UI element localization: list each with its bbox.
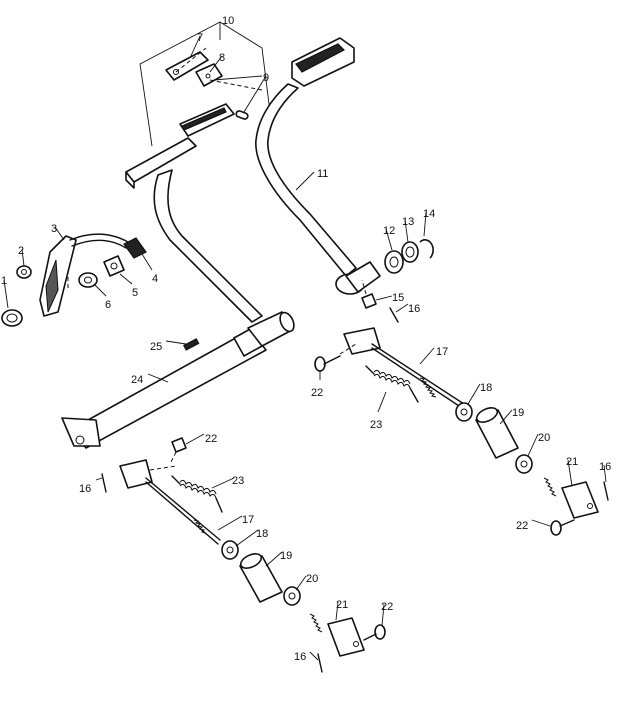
- callout-label-c2: 2: [18, 245, 24, 257]
- part-13-washer: [401, 241, 419, 263]
- callout-label-c20b: 20: [306, 573, 318, 585]
- callout-label-c23b: 23: [232, 475, 244, 487]
- callout-label-c8: 8: [219, 52, 225, 64]
- part-7-plate: [165, 47, 209, 81]
- part-2-nut: [16, 265, 32, 279]
- callout-label-c16a: 16: [408, 303, 420, 315]
- callout-label-c3: 3: [51, 223, 57, 235]
- part-17-rod-upper: [343, 327, 465, 409]
- callout-label-c16b: 16: [599, 461, 611, 473]
- callout-label-c10: 10: [222, 15, 234, 27]
- part-22-pin-lower-center: [169, 437, 187, 465]
- callout-label-c18b: 18: [256, 528, 268, 540]
- callout-label-c20a: 20: [538, 432, 550, 444]
- callout-label-c24: 24: [131, 374, 143, 386]
- callout-label-c19b: 19: [280, 550, 292, 562]
- callout-label-c7: 7: [197, 32, 203, 44]
- part-16-cotter-pin-upper: [389, 307, 399, 323]
- part-21-clevis-upper: [543, 477, 599, 519]
- callout-label-c17b: 17: [242, 514, 254, 526]
- part-4-knob: [123, 237, 147, 259]
- callout-label-c25: 25: [150, 341, 162, 353]
- part-22-pin-lower-right: [363, 624, 386, 641]
- part-5-bolt: [103, 255, 125, 277]
- part-17-rod-lower: [119, 459, 221, 545]
- callout-label-c17a: 17: [436, 346, 448, 358]
- leader-lines: [3, 35, 607, 661]
- part-23-spring-upper: [365, 365, 419, 403]
- part-19-sleeve-lower: [239, 553, 283, 603]
- part-18-nut-upper: [455, 402, 473, 422]
- callout-label-c13: 13: [402, 216, 414, 228]
- callout-label-c5: 5: [132, 287, 138, 299]
- callout-label-c22c: 22: [516, 520, 528, 532]
- part-24-cross-shaft: [61, 311, 295, 449]
- callout-label-c22b: 22: [205, 433, 217, 445]
- part-16-cotter-pin-right: [603, 481, 609, 501]
- callout-label-c16d: 16: [294, 651, 306, 663]
- part-25-key: [183, 338, 200, 351]
- part-18-nut-lower: [221, 540, 239, 560]
- part-3-lever: [39, 233, 129, 317]
- part-22-pin-right: [550, 519, 575, 536]
- callout-label-c19a: 19: [512, 407, 524, 419]
- part-19-sleeve-upper: [475, 407, 519, 459]
- part-8-block: [195, 63, 223, 87]
- part-16-cotter-pin-bottom: [317, 653, 323, 673]
- callout-label-c4: 4: [152, 273, 158, 285]
- part-23-spring-lower: [171, 475, 223, 513]
- callout-label-c22d: 22: [381, 601, 393, 613]
- callout-label-c14: 14: [423, 208, 435, 220]
- callout-10-bracket: [139, 21, 271, 147]
- part-15-fitting: [361, 279, 377, 309]
- part-12-bushing: [384, 250, 404, 274]
- callout-label-c21b: 21: [336, 599, 348, 611]
- callout-label-c23a: 23: [370, 419, 382, 431]
- callout-label-c6: 6: [105, 299, 111, 311]
- part-9-pin: [209, 79, 263, 120]
- callout-label-c16c: 16: [79, 483, 91, 495]
- part-21-clevis-lower: [309, 613, 365, 657]
- callout-label-c18a: 18: [480, 382, 492, 394]
- callout-label-c21a: 21: [566, 456, 578, 468]
- part-14-clip: [419, 239, 434, 259]
- part-20-nut-lower: [283, 586, 301, 606]
- part-16-cotter-pin-left: [101, 473, 107, 493]
- left-pedal-arm: [125, 103, 263, 323]
- part-11-brake-pedal: [255, 37, 381, 295]
- callout-label-c15: 15: [392, 292, 404, 304]
- part-20-nut-upper: [515, 454, 533, 474]
- callout-label-c11: 11: [317, 168, 328, 180]
- part-1-spring-clip: [1, 309, 23, 327]
- part-6-washer: [78, 272, 98, 288]
- callout-label-c9: 9: [263, 72, 269, 84]
- callout-label-c1: 1: [1, 275, 7, 287]
- callout-label-c22a: 22: [311, 387, 323, 399]
- callout-label-c12: 12: [383, 225, 395, 237]
